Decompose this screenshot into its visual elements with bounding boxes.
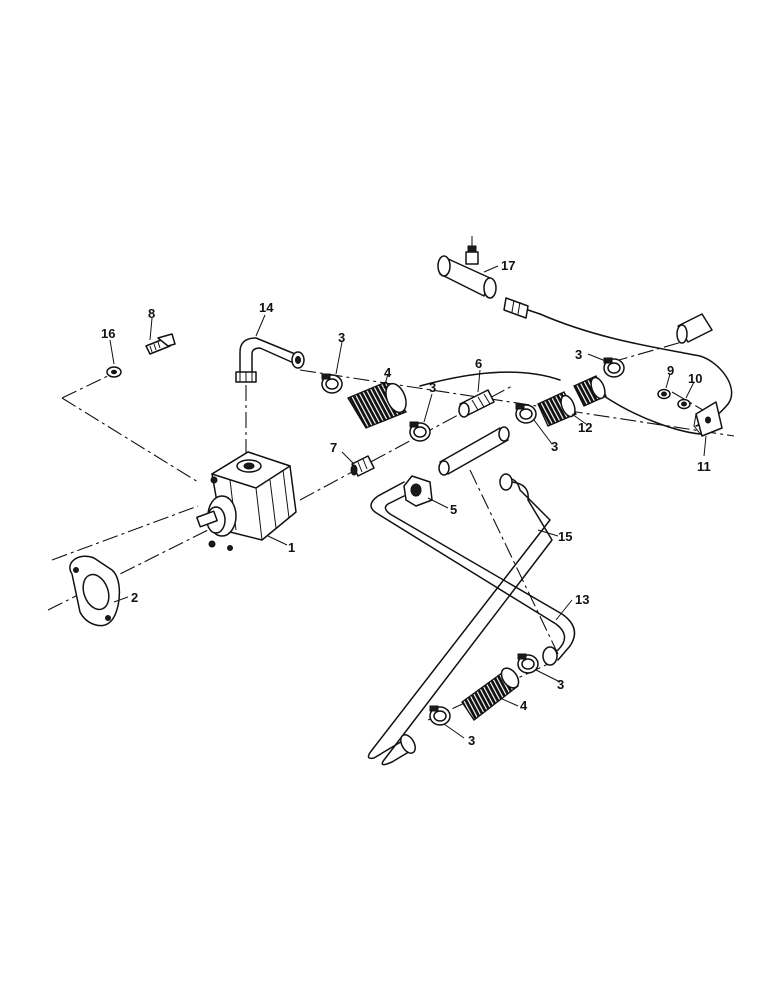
callout-3: 3 [429, 380, 436, 395]
callout-2: 2 [131, 590, 138, 605]
tee-nipple [503, 297, 541, 319]
callout-3: 3 [551, 439, 558, 454]
hose-clamp-3f [429, 705, 451, 726]
callout-3: 3 [575, 347, 582, 362]
callout-9: 9 [667, 363, 674, 378]
callout-3: 3 [468, 733, 475, 748]
hose-upper [347, 381, 407, 429]
return-pipe-15 [367, 473, 553, 766]
connector-pipe [438, 426, 510, 476]
callout-8: 8 [148, 306, 155, 321]
callout-3: 3 [557, 677, 564, 692]
tee-fitting [437, 236, 497, 299]
nut-part [657, 388, 671, 400]
pipe-clamp-bracket [403, 475, 433, 507]
callout-1: 1 [288, 540, 295, 555]
hose-clamp-3e [517, 653, 539, 674]
callout-15: 15 [558, 529, 572, 544]
leader-lines [109, 265, 707, 739]
callout-14: 14 [259, 300, 274, 315]
hydraulic-pump [196, 451, 297, 551]
flange-gasket [69, 555, 121, 627]
callout-11: 11 [697, 459, 711, 474]
elbow-pipe [235, 337, 305, 383]
callout-6: 6 [475, 356, 482, 371]
callout-4: 4 [520, 698, 528, 713]
adapter-fitting [350, 455, 375, 477]
callout-16: 16 [101, 326, 115, 341]
lock-washer-part [677, 398, 691, 410]
suction-pipe-13 [370, 481, 576, 666]
callout-12: 12 [578, 420, 592, 435]
hose-clamp-3b [409, 421, 431, 442]
short-hose [537, 375, 607, 427]
hose-clamp-3d [603, 357, 625, 378]
protective-cap [676, 313, 713, 344]
nipple-fitting [458, 389, 495, 418]
hose-lower [461, 667, 520, 721]
callout-13: 13 [575, 592, 589, 607]
callout-3: 3 [338, 330, 345, 345]
callout-17: 17 [501, 258, 515, 273]
washer-part [106, 366, 122, 378]
bolt-part [145, 333, 176, 355]
mounting-bracket [693, 401, 723, 437]
callout-4: 4 [384, 365, 392, 380]
callout-7: 7 [330, 440, 337, 455]
callout-5: 5 [450, 502, 457, 517]
hose-clamp-3c [515, 403, 537, 424]
hose-clamp-3a [321, 373, 343, 394]
callout-labels: 1 2 3 3 3 3 3 3 4 4 5 6 7 8 9 10 11 12 1… [101, 258, 711, 748]
callout-10: 10 [688, 371, 702, 386]
